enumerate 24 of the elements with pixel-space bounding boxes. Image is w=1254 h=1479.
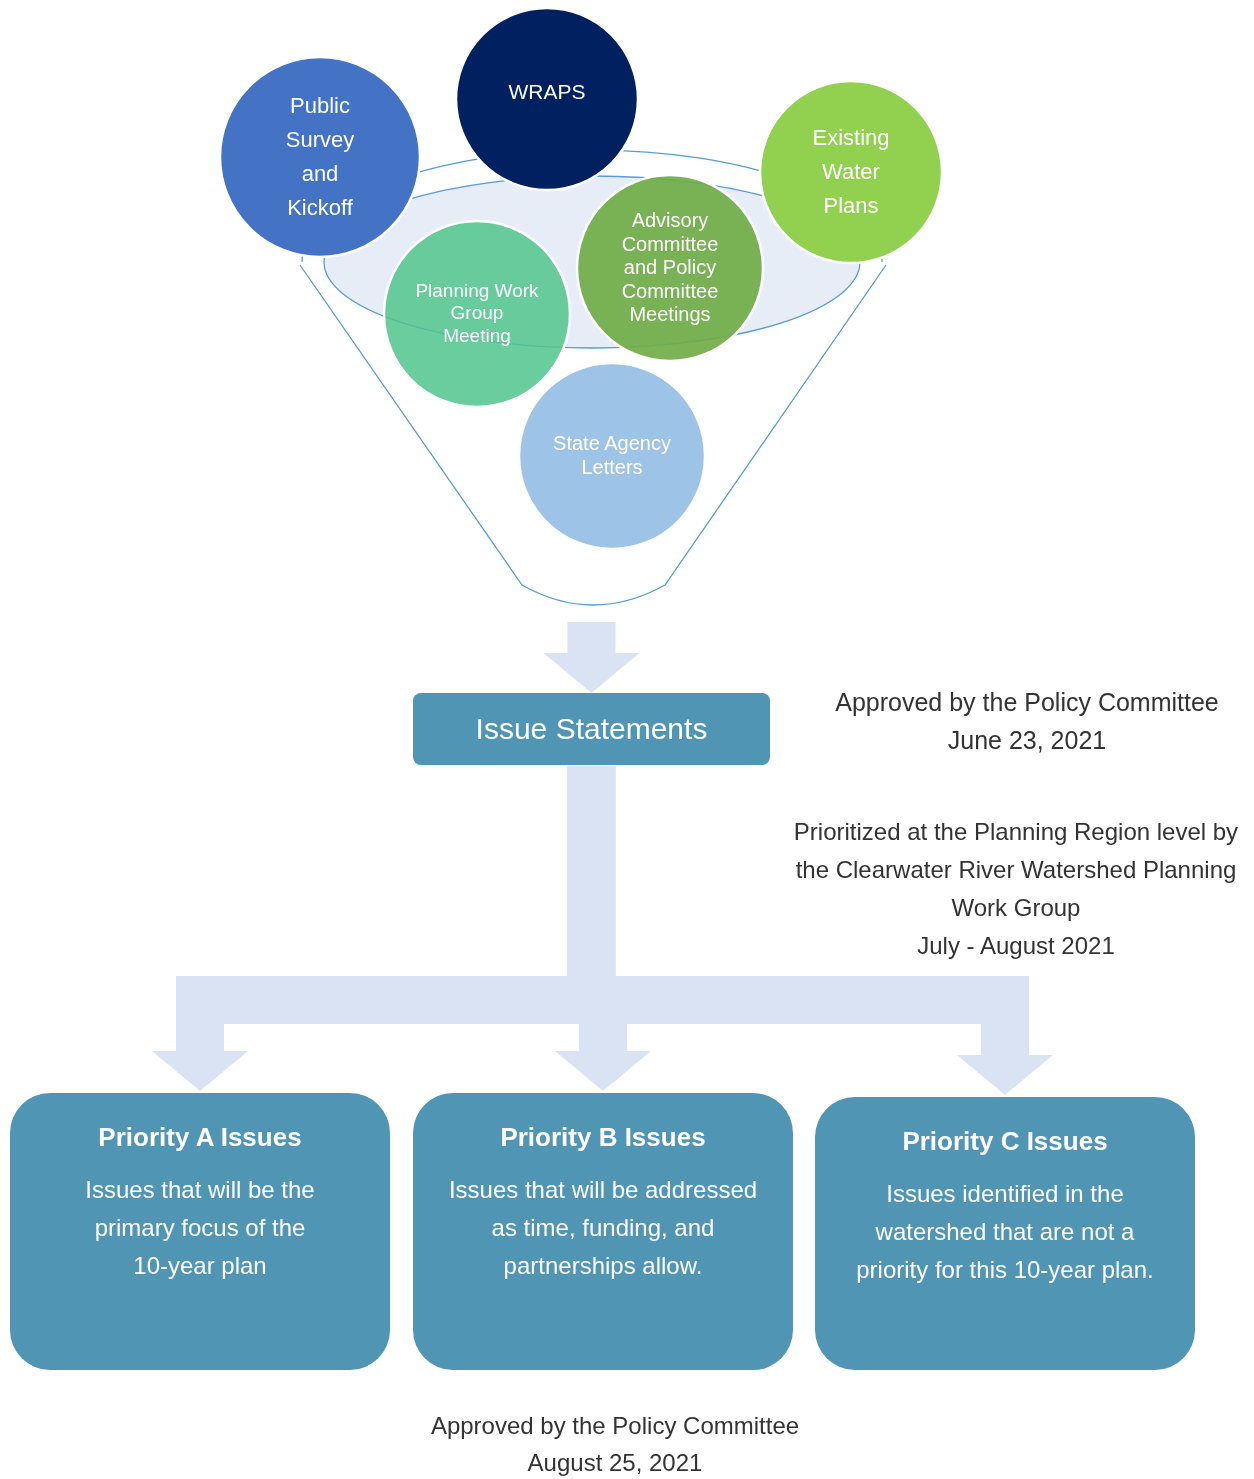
note-text: Approved by the Policy Committee <box>429 1411 801 1441</box>
circle-label: Public Survey and Kickoff <box>284 92 356 222</box>
approval-note: Approved by the Policy Committee <box>834 687 1220 718</box>
block-arrow <box>543 622 640 693</box>
circle-label: Advisory Committee and Policy Committee Meetings <box>620 209 720 327</box>
approval-note: June 23, 2021 <box>946 725 1108 756</box>
box-description: Issues that will be addressed as time, funding, and partnerships allow. <box>447 1175 759 1281</box>
circle-label: Planning Work Group Meeting <box>414 280 540 348</box>
process-box <box>413 1093 793 1370</box>
circle-label: WRAPS <box>507 80 587 105</box>
circle-label: Existing Water Plans <box>811 124 891 220</box>
process-box <box>413 693 770 765</box>
note-text: Prioritized at the Planning Region level by the Clearwater River Watershed Planning Work Group <box>792 817 1240 923</box>
note-text: July - August 2021 <box>916 931 1116 961</box>
circle-label: State Agency Letters <box>552 432 672 480</box>
process-box <box>815 1097 1195 1370</box>
box-title: Priority A Issues <box>98 1121 302 1154</box>
note-text: August 25, 2021 <box>526 1448 704 1478</box>
box-title: Priority C Issues <box>902 1125 1108 1158</box>
process-box <box>10 1093 390 1370</box>
box-description: Issues identified in the watershed that are not a priority for this 10-year plan. <box>855 1179 1155 1285</box>
box-title: Issue Statements <box>475 712 708 746</box>
box-description: Issues that will be the primary focus of the 10-year plan <box>84 1175 316 1281</box>
box-title: Priority B Issues <box>500 1121 706 1154</box>
